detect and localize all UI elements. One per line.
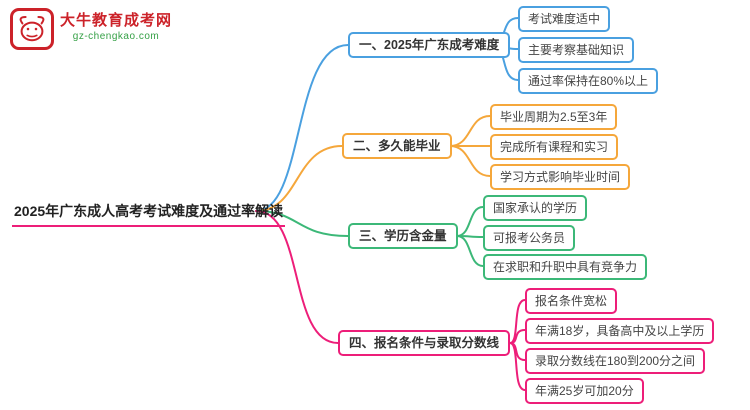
logo-subtitle: gz-chengkao.com bbox=[72, 31, 160, 42]
connector-b2-l1 bbox=[449, 115, 491, 147]
leaf-node: 在求职和升职中具有竞争力 bbox=[483, 254, 648, 280]
connector-root-branch4 bbox=[255, 210, 339, 344]
connector-b3-l2 bbox=[456, 235, 484, 238]
leaf-node: 通过率保持在80%以上 bbox=[518, 68, 659, 94]
root-node: 2025年广东成人高考考试难度及通过率解读 bbox=[12, 199, 286, 227]
site-logo[interactable]: 大牛教育成考网 gz-chengkao.com bbox=[10, 8, 172, 50]
leaf-node: 报名条件宽松 bbox=[525, 288, 618, 314]
connector-b3-l1 bbox=[456, 206, 484, 237]
connector-b4-l4 bbox=[509, 342, 526, 391]
branch-node-4: 四、报名条件与录取分数线 bbox=[338, 330, 511, 356]
leaf-node: 年满18岁，具备高中及以上学历 bbox=[525, 318, 715, 344]
logo-title: 大牛教育成考网 bbox=[60, 12, 173, 29]
branch-node-2: 二、多久能毕业 bbox=[342, 133, 452, 159]
leaf-node: 主要考察基础知识 bbox=[518, 37, 635, 63]
connector-b3-l3 bbox=[456, 235, 484, 267]
leaf-node: 年满25岁可加20分 bbox=[525, 378, 644, 404]
bull-icon bbox=[10, 8, 54, 50]
connector-b4-l1 bbox=[509, 299, 526, 344]
leaf-node: 考试难度适中 bbox=[518, 6, 611, 32]
leaf-node: 毕业周期为2.5至3年 bbox=[490, 104, 618, 130]
leaf-node: 完成所有课程和实习 bbox=[490, 134, 619, 160]
connector-b4-l2 bbox=[509, 329, 526, 344]
connector-b2-l3 bbox=[449, 145, 491, 177]
connector-b4-l3 bbox=[509, 342, 526, 361]
connector-root-branch1 bbox=[255, 44, 349, 212]
branch-node-1: 一、2025年广东成考难度 bbox=[348, 32, 511, 58]
leaf-node: 录取分数线在180到200分之间 bbox=[525, 348, 706, 374]
leaf-node: 国家承认的学历 bbox=[483, 195, 588, 221]
leaf-node: 可报考公务员 bbox=[483, 225, 576, 251]
branch-node-3: 三、学历含金量 bbox=[348, 223, 458, 249]
leaf-node: 学习方式影响毕业时间 bbox=[490, 164, 631, 190]
